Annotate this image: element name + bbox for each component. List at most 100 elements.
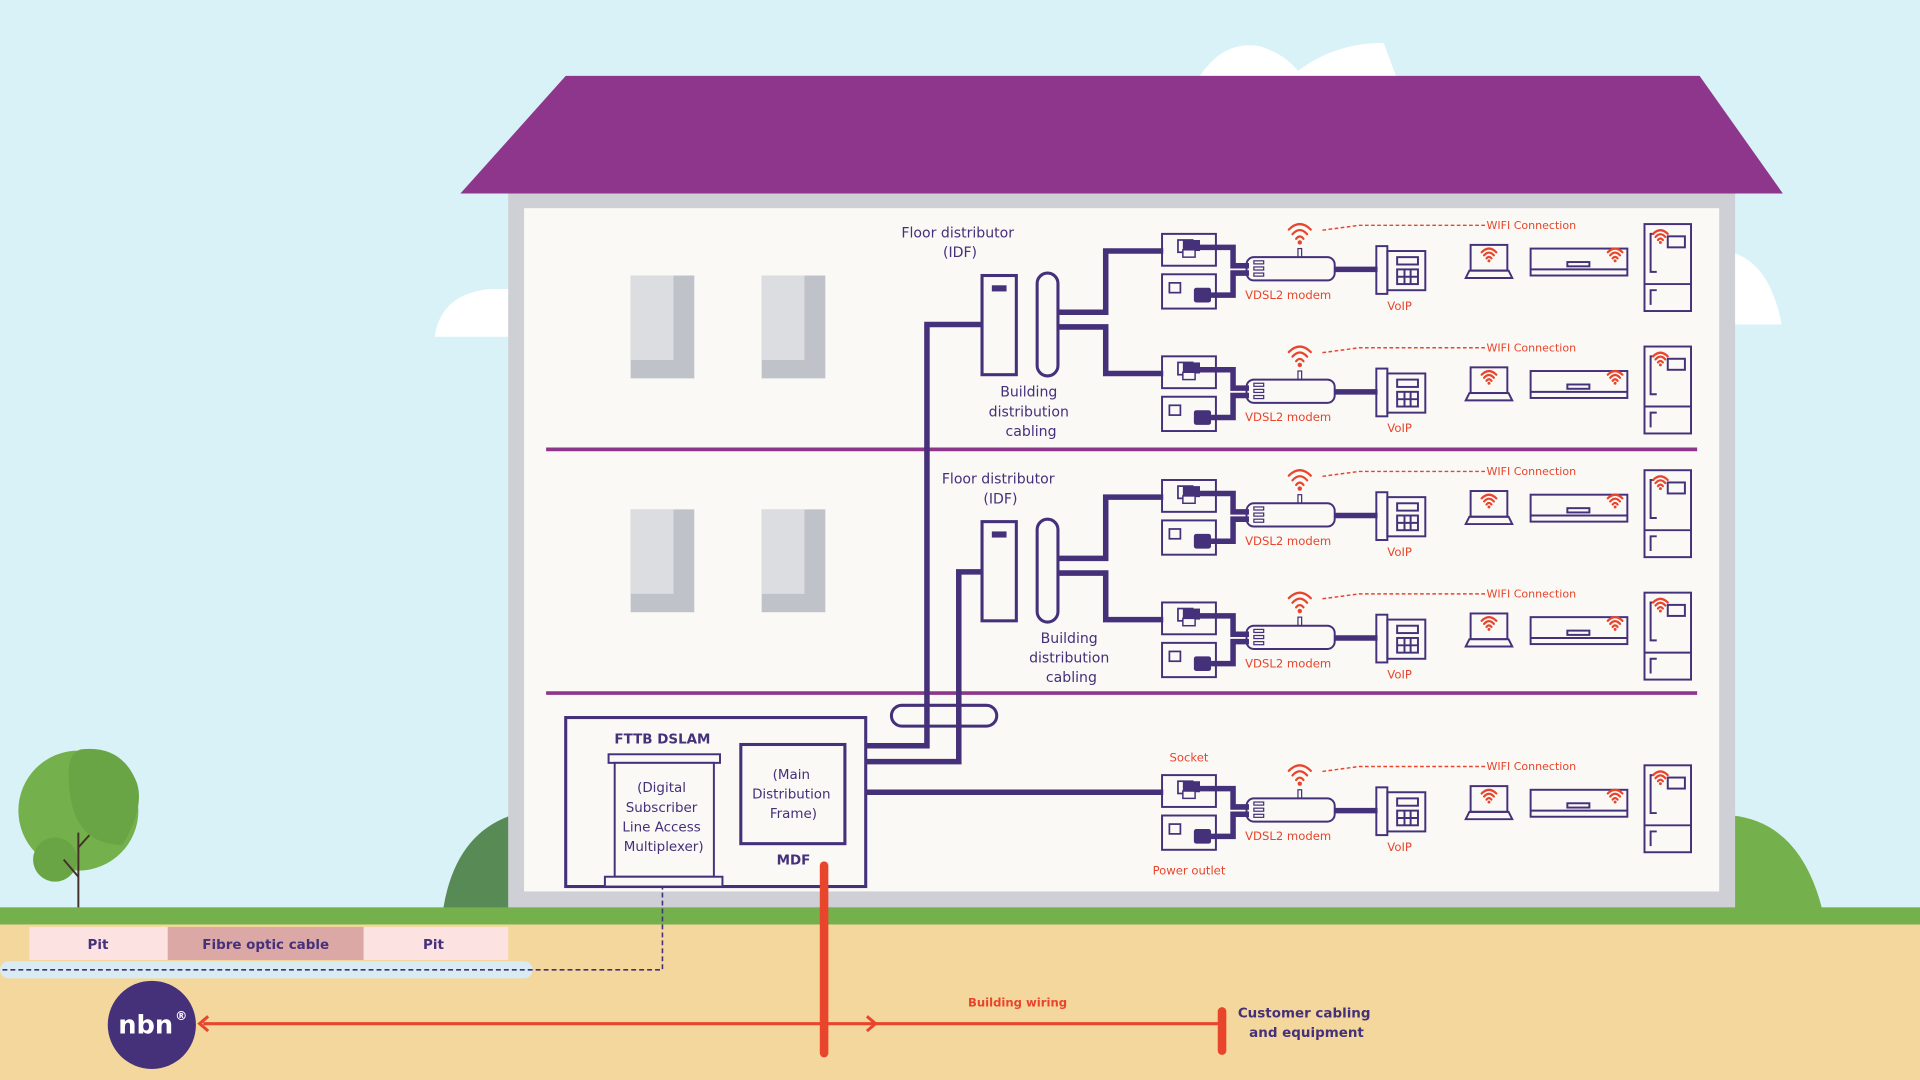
voip-phone-icon xyxy=(1375,367,1427,418)
wifi-connection-label: WIFI Connection xyxy=(1487,219,1577,232)
dslam-description: (Digital Subscriber Line Access Multiple… xyxy=(622,781,705,855)
fridge-icon xyxy=(1643,223,1692,312)
wifi-icon xyxy=(1287,345,1312,368)
tree xyxy=(18,748,139,909)
nbn-registered-mark: ® xyxy=(175,1009,187,1023)
wifi-icon xyxy=(1480,247,1498,263)
apartment-unit: WIFI Connection VDSL2 modem VoIP xyxy=(1161,341,1692,435)
wifi-icon xyxy=(1606,369,1624,385)
fridge-icon xyxy=(1643,764,1692,854)
laptop-icon xyxy=(1464,785,1514,821)
apartment-unit: WIFI Connection VDSL2 modem VoIP xyxy=(1161,465,1692,559)
idf-label: Floor distributor (IDF) xyxy=(942,472,1059,508)
laptop-icon xyxy=(1464,490,1514,526)
wifi-icon xyxy=(1480,616,1498,631)
air-conditioner-icon xyxy=(1529,616,1629,646)
mdf-label: MDF xyxy=(777,853,811,868)
clouds xyxy=(434,42,1782,337)
laptop-icon xyxy=(1464,243,1514,279)
window xyxy=(630,509,695,613)
window xyxy=(761,509,826,613)
wiring-legend: Building wiring Customer cabling and equ… xyxy=(107,861,1371,1069)
cabling-label: Building distribution cabling xyxy=(1029,631,1114,686)
grass xyxy=(0,907,1920,925)
air-conditioner-icon xyxy=(1529,370,1629,399)
window xyxy=(761,275,826,379)
voip-label: VoIP xyxy=(1387,840,1412,854)
voip-phone-icon xyxy=(1375,786,1427,837)
roof xyxy=(460,75,1783,194)
underground-conduit: Pit Fibre optic cable Pit xyxy=(0,886,664,979)
wifi-icon xyxy=(1287,764,1312,786)
wall-socket xyxy=(1161,601,1217,636)
hill-left xyxy=(443,814,515,909)
wifi-icon xyxy=(1606,788,1624,804)
pit-left-label: Pit xyxy=(88,938,109,953)
wifi-icon xyxy=(1606,616,1624,631)
modem-label: VDSL2 modem xyxy=(1245,288,1331,302)
voip-phone-icon xyxy=(1375,245,1427,295)
arrow-left-icon xyxy=(197,1015,210,1033)
wifi-icon xyxy=(1651,475,1669,491)
mdf-frame xyxy=(739,742,847,846)
nbn-logo-text: nbn xyxy=(118,1010,173,1040)
socket-label: Socket xyxy=(1170,751,1209,765)
fibre-label: Fibre optic cable xyxy=(202,938,329,953)
dslam-cabinet: FTTB DSLAM (Digital Subscriber Line Acce… xyxy=(564,716,868,889)
wifi-icon xyxy=(1480,788,1498,804)
wifi-connection-label: WIFI Connection xyxy=(1487,465,1577,478)
laptop-icon xyxy=(1464,612,1514,648)
wifi-icon xyxy=(1651,770,1669,786)
wall-socket xyxy=(1161,479,1217,513)
idf-middle: Floor distributor (IDF) Building distrib… xyxy=(942,472,1164,686)
fridge-icon xyxy=(1643,591,1692,681)
power-outlet xyxy=(1161,395,1217,432)
wifi-icon xyxy=(1287,591,1312,614)
wifi-icon xyxy=(1606,493,1624,509)
wifi-icon xyxy=(1651,229,1669,244)
idf-top: Floor distributor (IDF) Building distrib… xyxy=(901,226,1164,440)
air-conditioner-icon xyxy=(1529,493,1629,523)
air-conditioner-icon xyxy=(1529,788,1629,818)
modem-label: VDSL2 modem xyxy=(1245,656,1331,670)
power-outlet xyxy=(1161,641,1217,679)
modem-label: VDSL2 modem xyxy=(1245,410,1331,424)
power-outlet xyxy=(1161,519,1217,556)
pit-right-label: Pit xyxy=(423,938,444,953)
idf-label: Floor distributor (IDF) xyxy=(901,226,1018,262)
nbn-logo xyxy=(107,980,196,1069)
power-outlet xyxy=(1161,273,1217,310)
modem-label: VDSL2 modem xyxy=(1245,829,1331,843)
wifi-icon xyxy=(1480,493,1498,509)
wifi-connection-label: WIFI Connection xyxy=(1487,760,1577,773)
apartment-unit: WIFI Connection VDSL2 modem VoIP xyxy=(1153,751,1692,877)
power-outlet xyxy=(1161,814,1217,851)
voip-label: VoIP xyxy=(1387,667,1412,681)
windows xyxy=(630,275,826,613)
voip-phone-icon xyxy=(1375,491,1427,541)
cabling-label: Building distribution cabling xyxy=(989,385,1074,440)
wifi-icon xyxy=(1480,369,1498,385)
modem-label: VDSL2 modem xyxy=(1245,534,1331,548)
wifi-connection-label: WIFI Connection xyxy=(1487,341,1577,354)
apartment-units: WIFI Connection VDSL2 modem VoIP xyxy=(1153,219,1692,877)
arrow-right-icon xyxy=(865,1015,878,1033)
riser-cables xyxy=(865,321,1164,795)
wifi-connection-label: WIFI Connection xyxy=(1487,588,1577,601)
cable-tray xyxy=(889,703,999,728)
wifi-icon xyxy=(1651,597,1669,613)
voip-label: VoIP xyxy=(1387,545,1412,559)
wifi-icon xyxy=(1287,469,1312,491)
wifi-icon xyxy=(1606,247,1624,263)
voip-label: VoIP xyxy=(1387,299,1412,313)
wifi-icon xyxy=(1651,351,1669,367)
hill-right xyxy=(1732,815,1823,909)
wifi-icon xyxy=(1287,222,1312,245)
air-conditioner-icon xyxy=(1529,247,1629,277)
voip-phone-icon xyxy=(1375,613,1427,664)
laptop-icon xyxy=(1464,366,1514,402)
window xyxy=(630,275,695,379)
voip-label: VoIP xyxy=(1387,421,1412,435)
building-wiring-label: Building wiring xyxy=(968,996,1067,1010)
